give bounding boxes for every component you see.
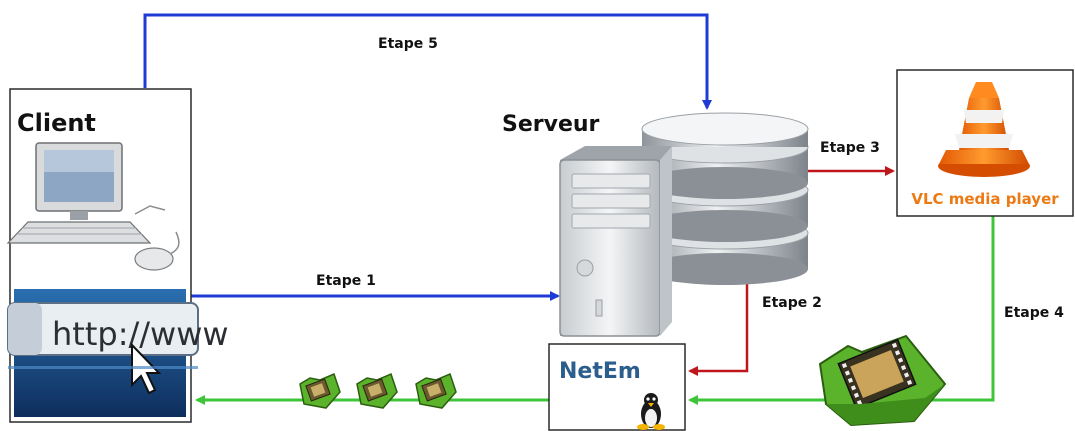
edge-etape4 [688,216,995,405]
vlc-label: VLC media player [911,190,1059,208]
label-etape1: Etape 1 [316,273,376,289]
vlc-cone-icon [938,82,1030,177]
netem-label: NetEm [559,359,641,384]
server-tower-icon [559,146,672,337]
label-etape5: Etape 5 [378,36,438,52]
computer-icon [6,142,180,271]
client-label: Client [17,109,96,137]
server-node: Serveur [502,112,809,337]
video-folder-icon [818,334,947,427]
label-etape4: Etape 4 [1004,305,1064,321]
netem-node: NetEm [548,343,686,431]
browser-url-icon: http://www [7,289,229,417]
browser-url-text: http://www [52,315,229,353]
client-node: Client http://www [6,88,229,423]
label-etape3: Etape 3 [820,140,880,156]
video-folder-icon [415,373,457,409]
video-folder-icon [299,373,341,409]
label-etape2: Etape 2 [762,295,822,311]
edge-etape5 [143,13,712,110]
linux-tux-icon [637,393,665,430]
video-folder-icon [356,373,398,409]
vlc-node: VLC media player [896,69,1074,217]
edge-etape2 [688,272,749,376]
server-label: Serveur [502,112,600,137]
